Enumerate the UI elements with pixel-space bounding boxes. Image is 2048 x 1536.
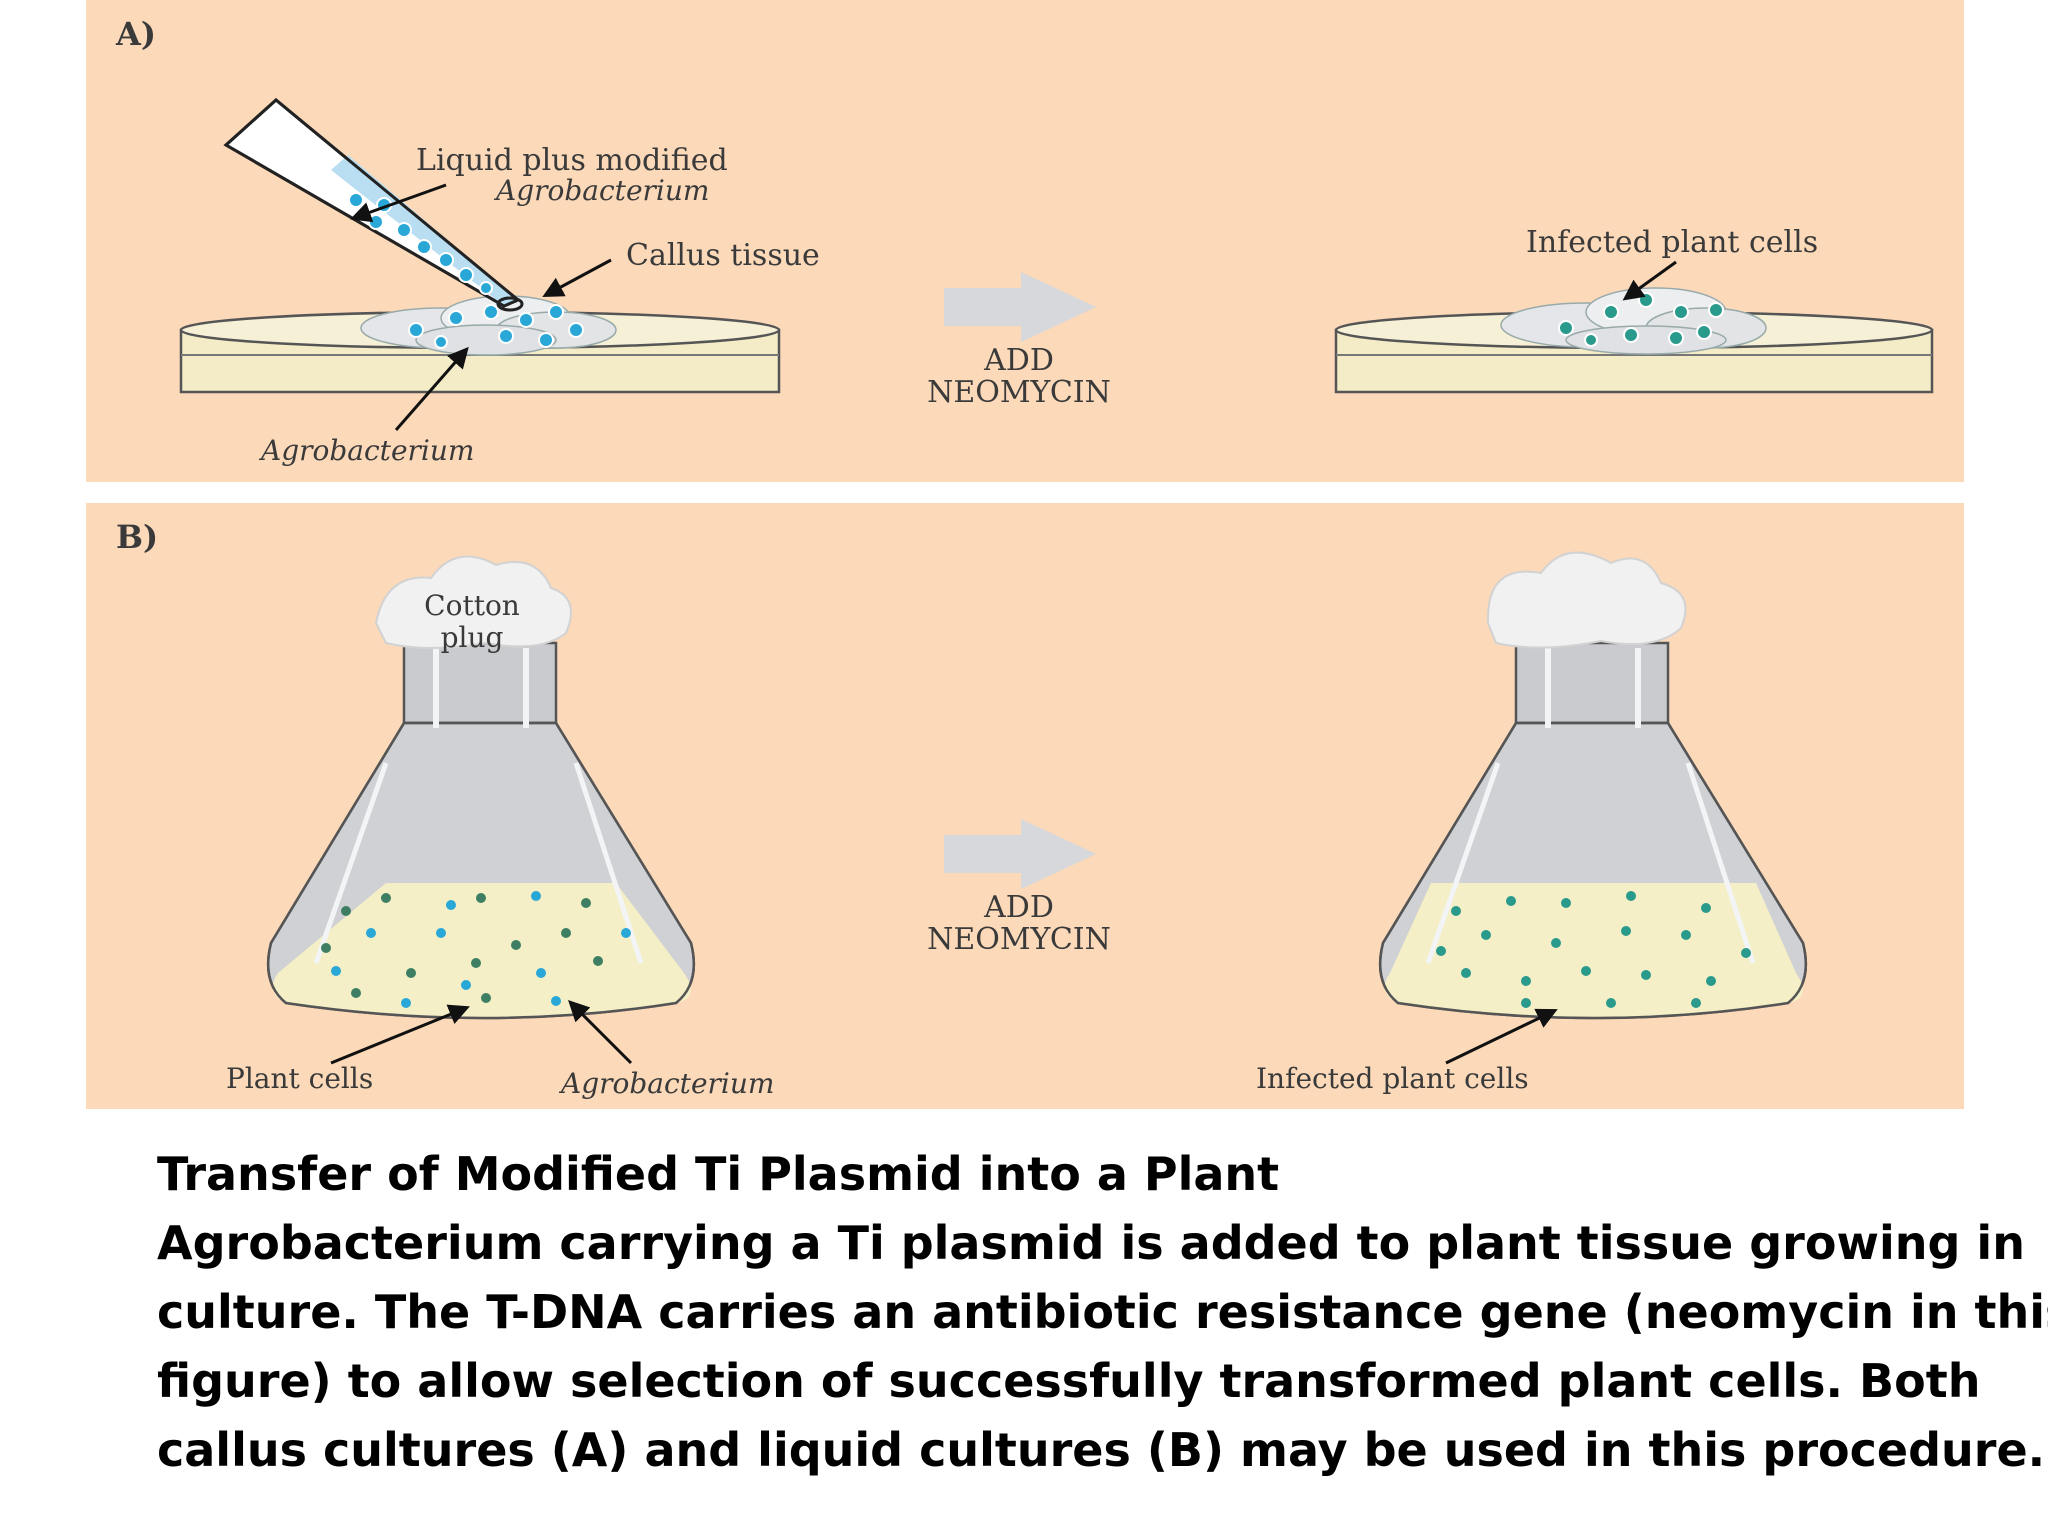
panel-b-illustration: B) Cotton plug Plant cells xyxy=(116,518,1808,1100)
panel-a-illustration: A) xyxy=(115,15,1934,467)
infected-cells-callus xyxy=(1558,292,1724,347)
caption-line-3: figure) to allow selection of successful… xyxy=(157,1354,1981,1408)
infected-label-a: Infected plant cells xyxy=(1526,225,1818,260)
agro-label-b: Agrobacterium xyxy=(558,1067,774,1100)
pipette xyxy=(223,98,524,312)
plant-cells-left xyxy=(321,893,603,1003)
plant-cells-label: Plant cells xyxy=(226,1062,373,1095)
agro-pointer-a xyxy=(394,346,469,431)
plant-cells-pointer xyxy=(330,1004,470,1065)
panel-b-label: B) xyxy=(116,518,158,556)
flask-left xyxy=(266,555,696,1020)
cotton-label-line1: Cotton xyxy=(424,589,520,622)
infected-pointer-a xyxy=(1622,260,1677,301)
caption-line-2: culture. The T-DNA carries an antibiotic… xyxy=(157,1285,2048,1339)
pipette-label-line2: Agrobacterium xyxy=(493,174,709,207)
caption-line-4: callus cultures (A) and liquid cultures … xyxy=(157,1423,2046,1477)
figure-caption: Transfer of Modified Ti Plasmid into a P… xyxy=(157,1140,2048,1485)
agrobacterium-cells-pipette xyxy=(348,192,493,295)
callus-tissue-right xyxy=(1500,287,1767,355)
infected-cells-flask xyxy=(1436,891,1751,1008)
add-label-a: ADD xyxy=(983,343,1054,378)
agro-pointer-b xyxy=(568,1000,633,1065)
add-label-b: ADD xyxy=(983,890,1054,925)
flask-right xyxy=(1378,551,1808,1020)
panel-b: B) Cotton plug Plant cells xyxy=(86,503,1964,1109)
panel-a: A) xyxy=(86,0,1964,482)
infected-pointer-b xyxy=(1445,1008,1558,1065)
infected-label-b: Infected plant cells xyxy=(1256,1062,1529,1095)
neomycin-label-a: NEOMYCIN xyxy=(927,375,1111,410)
agrobacterium-cells-flask xyxy=(331,891,631,1008)
process-arrow-a xyxy=(944,272,1096,342)
callus-label: Callus tissue xyxy=(626,238,820,273)
pipette-pointer xyxy=(350,183,447,223)
agrobacterium-cells-callus xyxy=(408,304,584,349)
callus-pointer xyxy=(542,258,612,297)
process-arrow-b xyxy=(944,819,1096,889)
caption-title: Transfer of Modified Ti Plasmid into a P… xyxy=(157,1147,1280,1201)
cotton-label-line2: plug xyxy=(441,621,504,654)
panel-a-label: A) xyxy=(115,15,156,53)
neomycin-label-b: NEOMYCIN xyxy=(927,922,1111,957)
agro-label-a: Agrobacterium xyxy=(258,434,474,467)
caption-line-1: Agrobacterium carrying a Ti plasmid is a… xyxy=(157,1216,2025,1270)
pipette-label-line1: Liquid plus modified xyxy=(416,143,728,178)
